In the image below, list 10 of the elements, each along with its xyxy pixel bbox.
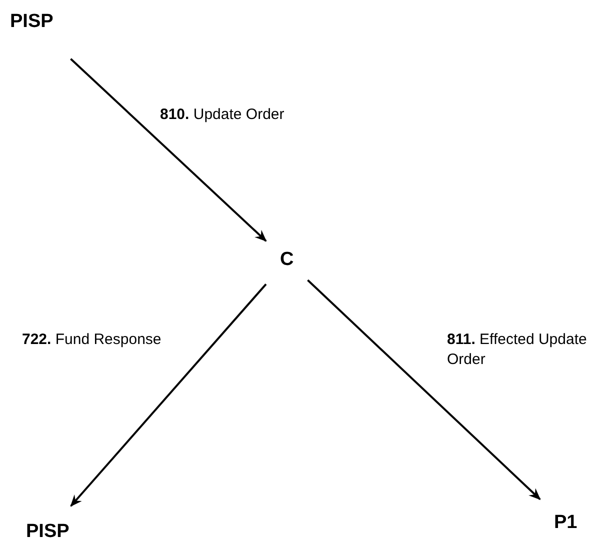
arrow <box>70 284 267 507</box>
edge-label: 722. Fund Response <box>22 330 162 350</box>
node-label: PISP <box>26 522 70 543</box>
arrow <box>70 58 267 242</box>
node-label: C <box>280 250 294 271</box>
node-label: P1 <box>554 513 578 534</box>
node-label: PISP <box>10 12 54 33</box>
edge-label: 811. Effected Update Order <box>447 330 588 369</box>
arrow <box>307 279 541 500</box>
edge-label: 810. Update Order <box>160 105 284 124</box>
